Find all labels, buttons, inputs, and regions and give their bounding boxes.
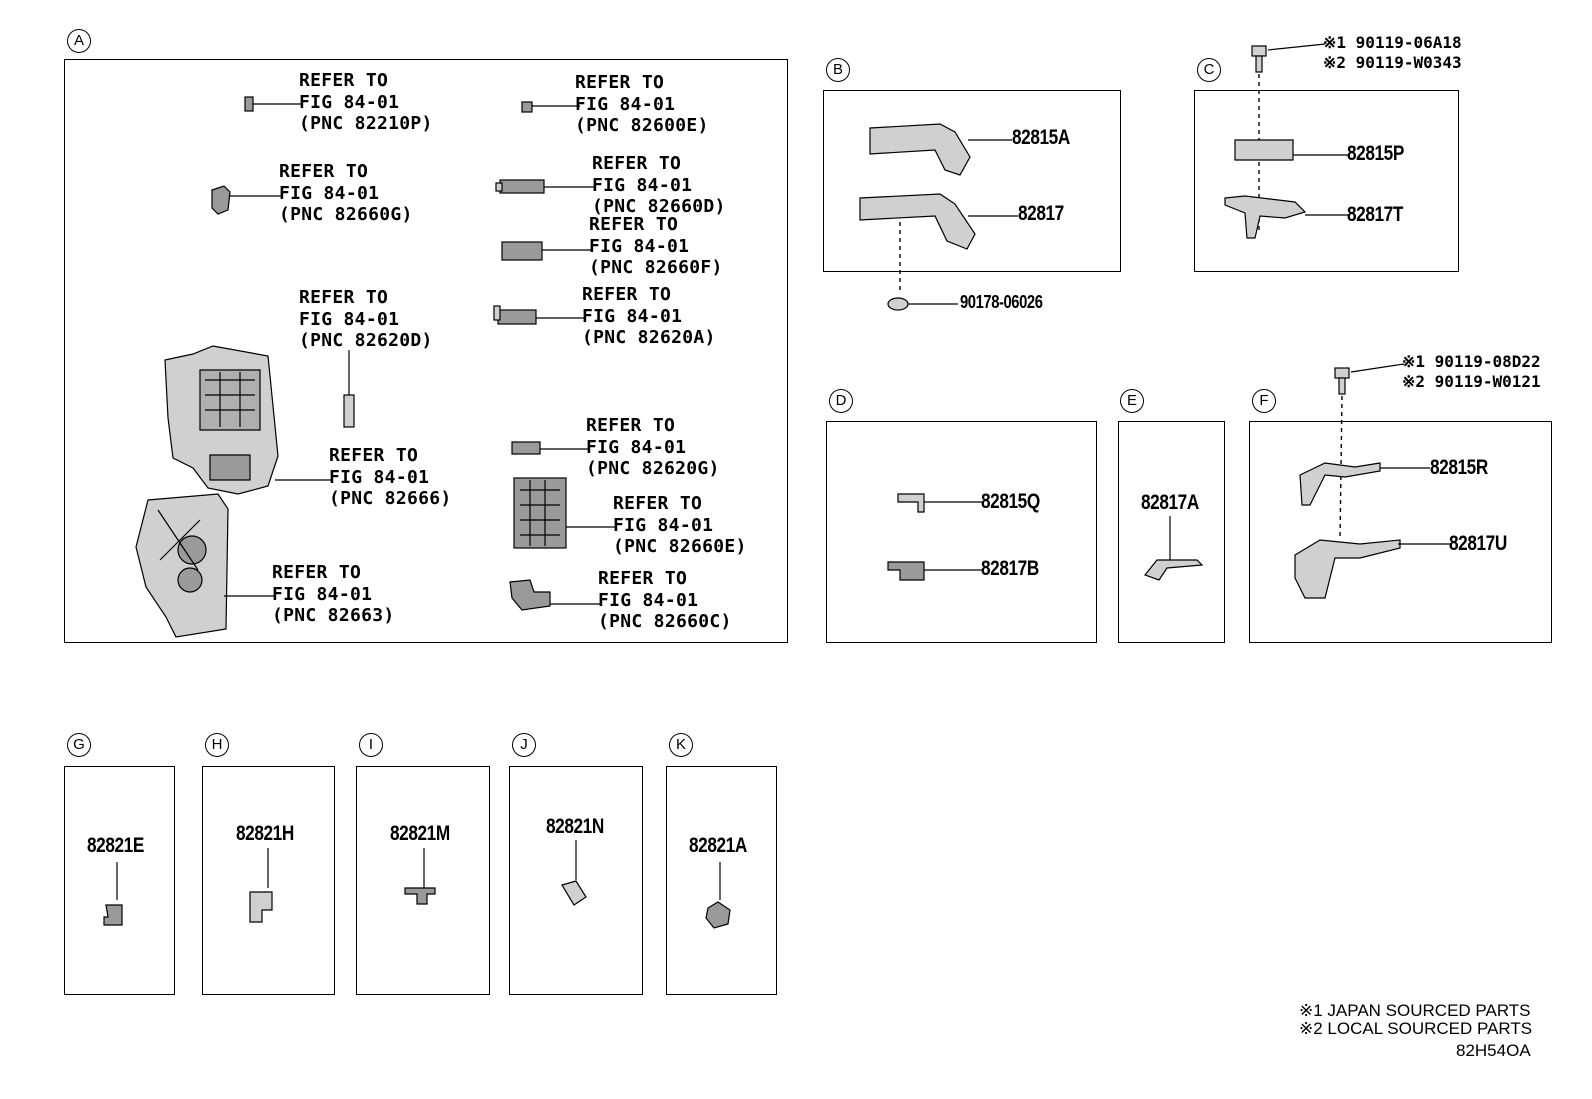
section-i-frame: [356, 766, 490, 995]
refer-line1: REFER TO: [299, 287, 389, 308]
refer-line3: (PNC 82660C): [598, 611, 732, 632]
refer-line3: (PNC 82660E): [613, 536, 747, 557]
section-d-frame: [826, 421, 1097, 643]
part-number-82817u[interactable]: 82817U: [1449, 532, 1507, 555]
part-number-82821e[interactable]: 82821E: [87, 834, 144, 857]
part-number-82817a[interactable]: 82817A: [1141, 491, 1199, 514]
section-k-frame: [666, 766, 777, 995]
refer-line1: REFER TO: [613, 493, 703, 514]
refer-82620a[interactable]: REFER TO FIG 84-01 (PNC 82620A): [582, 284, 716, 349]
refer-82660g[interactable]: REFER TO FIG 84-01 (PNC 82660G): [279, 161, 413, 226]
section-a-frame: [64, 59, 788, 643]
part-number-82815r[interactable]: 82815R: [1430, 456, 1488, 479]
refer-line1: REFER TO: [598, 568, 688, 589]
part-number-90178-06026[interactable]: 90178-06026: [960, 292, 1043, 312]
refer-line3: (PNC 82663): [272, 605, 395, 626]
section-label-i: I: [359, 733, 383, 757]
refer-line3: (PNC 82660D): [592, 196, 726, 217]
refer-line2: FIG 84-01: [582, 305, 683, 327]
source-note-f-2[interactable]: ※2 90119-W0121: [1402, 372, 1541, 391]
refer-82660d[interactable]: REFER TO FIG 84-01 (PNC 82660D): [592, 153, 726, 218]
refer-line1: REFER TO: [279, 161, 369, 182]
part-number-82815a[interactable]: 82815A: [1012, 126, 1070, 149]
section-label-a: A: [67, 29, 91, 53]
refer-line3: (PNC 82210P): [299, 113, 433, 134]
refer-82660c[interactable]: REFER TO FIG 84-01 (PNC 82660C): [598, 568, 732, 633]
refer-line2: FIG 84-01: [592, 174, 693, 196]
part-number-82815q[interactable]: 82815Q: [981, 490, 1040, 513]
refer-line3: (PNC 82620D): [299, 330, 433, 351]
section-label-b: B: [826, 58, 850, 82]
footnote-local-sourced: ※2 LOCAL SOURCED PARTS: [1299, 1019, 1533, 1038]
refer-line2: FIG 84-01: [299, 308, 400, 330]
refer-line2: FIG 84-01: [589, 235, 690, 257]
section-j-frame: [509, 766, 643, 995]
refer-line1: REFER TO: [272, 562, 362, 583]
refer-line1: REFER TO: [575, 72, 665, 93]
section-label-d: D: [829, 389, 853, 413]
section-label-h: H: [205, 733, 229, 757]
refer-line3: (PNC 82620G): [586, 458, 720, 479]
refer-line1: REFER TO: [329, 445, 419, 466]
source-note-f-1[interactable]: ※1 90119-08D22: [1402, 352, 1541, 371]
refer-line2: FIG 84-01: [575, 93, 676, 115]
refer-line1: REFER TO: [582, 284, 672, 305]
refer-line2: FIG 84-01: [329, 466, 430, 488]
section-h-frame: [202, 766, 335, 995]
section-label-c: C: [1197, 58, 1221, 82]
source-note-c-1[interactable]: ※1 90119-06A18: [1323, 33, 1462, 52]
refer-82210p[interactable]: REFER TO FIG 84-01 (PNC 82210P): [299, 70, 433, 135]
section-f-frame: [1249, 421, 1552, 643]
part-number-82821n[interactable]: 82821N: [546, 815, 604, 838]
refer-line3: (PNC 82660G): [279, 204, 413, 225]
refer-line2: FIG 84-01: [586, 436, 687, 458]
refer-82620d[interactable]: REFER TO FIG 84-01 (PNC 82620D): [299, 287, 433, 352]
section-label-e: E: [1120, 389, 1144, 413]
refer-line3: (PNC 82660F): [589, 257, 723, 278]
section-g-frame: [64, 766, 175, 995]
refer-line3: (PNC 82666): [329, 488, 452, 509]
footnote-japan-sourced: ※1 JAPAN SOURCED PARTS: [1299, 1001, 1531, 1020]
section-label-k: K: [669, 733, 693, 757]
section-c-frame: [1194, 90, 1459, 272]
refer-82666[interactable]: REFER TO FIG 84-01 (PNC 82666): [329, 445, 452, 510]
section-label-f: F: [1252, 389, 1276, 413]
part-number-82821h[interactable]: 82821H: [236, 822, 294, 845]
section-label-g: G: [67, 733, 91, 757]
refer-82663[interactable]: REFER TO FIG 84-01 (PNC 82663): [272, 562, 395, 627]
refer-line1: REFER TO: [299, 70, 389, 91]
section-b-frame: [823, 90, 1121, 272]
illustration-code: 82H54OA: [1456, 1041, 1531, 1060]
part-number-82821m[interactable]: 82821M: [390, 822, 450, 845]
source-note-c-2[interactable]: ※2 90119-W0343: [1323, 53, 1462, 72]
refer-line2: FIG 84-01: [299, 91, 400, 113]
part-number-82817b[interactable]: 82817B: [981, 557, 1039, 580]
refer-line2: FIG 84-01: [272, 583, 373, 605]
refer-line1: REFER TO: [586, 415, 676, 436]
part-number-82821a[interactable]: 82821A: [689, 834, 747, 857]
refer-line2: FIG 84-01: [279, 182, 380, 204]
refer-82600e[interactable]: REFER TO FIG 84-01 (PNC 82600E): [575, 72, 709, 137]
refer-82660e[interactable]: REFER TO FIG 84-01 (PNC 82660E): [613, 493, 747, 558]
refer-line3: (PNC 82620A): [582, 327, 716, 348]
refer-line1: REFER TO: [589, 214, 679, 235]
part-number-82817[interactable]: 82817: [1018, 202, 1064, 225]
part-number-82817t[interactable]: 82817T: [1347, 203, 1403, 226]
refer-line3: (PNC 82600E): [575, 115, 709, 136]
refer-line2: FIG 84-01: [598, 589, 699, 611]
refer-line2: FIG 84-01: [613, 514, 714, 536]
part-number-82815p[interactable]: 82815P: [1347, 142, 1404, 165]
refer-line1: REFER TO: [592, 153, 682, 174]
refer-82660f[interactable]: REFER TO FIG 84-01 (PNC 82660F): [589, 214, 723, 279]
refer-82620g[interactable]: REFER TO FIG 84-01 (PNC 82620G): [586, 415, 720, 480]
section-label-j: J: [512, 733, 536, 757]
section-e-frame: [1118, 421, 1225, 643]
